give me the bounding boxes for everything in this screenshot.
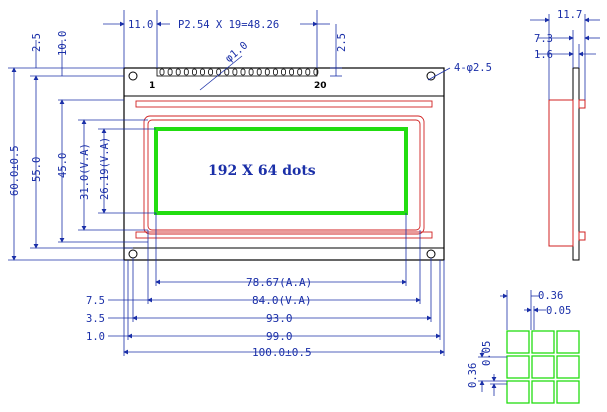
pin	[248, 68, 254, 76]
pin	[183, 68, 189, 76]
dim-left-31: 31.0(V.A)	[79, 143, 91, 200]
top-dimensions	[103, 10, 451, 91]
screen-resolution-label: 192 X 64 dots	[208, 163, 316, 179]
dim-dot-left2: 0.05	[481, 341, 493, 366]
dot-cell	[506, 355, 530, 379]
dim-3-5: 3.5	[86, 313, 105, 325]
dot-cell	[506, 380, 530, 404]
pin	[272, 68, 278, 76]
dim-aa: 78.67(A.A)	[246, 276, 312, 289]
pin-header	[156, 67, 319, 77]
dim-left-55: 55.0	[31, 157, 43, 182]
active-area	[154, 127, 408, 215]
pin	[200, 68, 205, 76]
pin	[289, 68, 295, 76]
dim-93: 93.0	[266, 312, 293, 325]
dim-left-45: 45.0	[57, 153, 69, 178]
dim-left-2-5: 2.5	[31, 33, 43, 52]
dim-dot-top1: 0.36	[538, 290, 563, 302]
dot-cell	[531, 380, 555, 404]
pin	[167, 68, 173, 76]
dim-top-right-small: 2.5	[336, 33, 348, 52]
dim-dot-top2: 0.05	[546, 305, 571, 317]
pin	[264, 68, 270, 76]
dim-left-60: 60.0±0.5	[9, 145, 21, 196]
pin	[175, 68, 181, 76]
pin-last-label: 20	[314, 81, 327, 91]
dot-cell	[506, 330, 530, 354]
dim-side-1-6: 1.6	[534, 49, 553, 61]
pin	[159, 68, 165, 76]
pin	[305, 68, 311, 76]
pin	[224, 68, 230, 76]
pin	[232, 68, 238, 76]
dim-top-offset: 11.0	[128, 19, 153, 31]
pin	[208, 68, 214, 76]
dim-pitch: P2.54 X 19=48.26	[178, 19, 279, 31]
side-view	[548, 67, 586, 261]
dim-side-7-3: 7.3	[534, 33, 553, 45]
dim-side-11-7: 11.7	[557, 9, 582, 21]
pin	[281, 68, 286, 76]
pin	[191, 68, 197, 76]
pin	[313, 68, 319, 76]
dot-cell	[556, 355, 580, 379]
pin	[256, 68, 262, 76]
dot-cell	[556, 330, 580, 354]
pin	[297, 68, 303, 76]
bezel-outline	[135, 100, 433, 239]
dim-99: 99.0	[266, 330, 293, 343]
pin	[240, 68, 246, 76]
dim-dot-left1: 0.36	[467, 363, 479, 388]
dim-left-10: 10.0	[57, 31, 69, 56]
dim-7-5: 7.5	[86, 295, 105, 307]
dim-left-26: 26.19(V.A)	[99, 137, 111, 200]
pin-first-label: 1	[149, 81, 155, 91]
dim-mount-hole: 4-φ2.5	[454, 62, 492, 74]
left-dimensions	[8, 40, 156, 261]
dot-cell	[531, 330, 555, 354]
dot-cell	[531, 355, 555, 379]
dim-1-0: 1.0	[86, 331, 105, 343]
dim-va: 84.0(V.A)	[252, 294, 312, 307]
bottom-dimensions	[108, 213, 445, 356]
dot-detail	[478, 290, 580, 404]
dot-cell	[556, 380, 580, 404]
dim-100: 100.0±0.5	[252, 346, 312, 359]
side-dimensions	[530, 14, 600, 100]
dim-pin-hole: φ1.0	[223, 39, 250, 64]
